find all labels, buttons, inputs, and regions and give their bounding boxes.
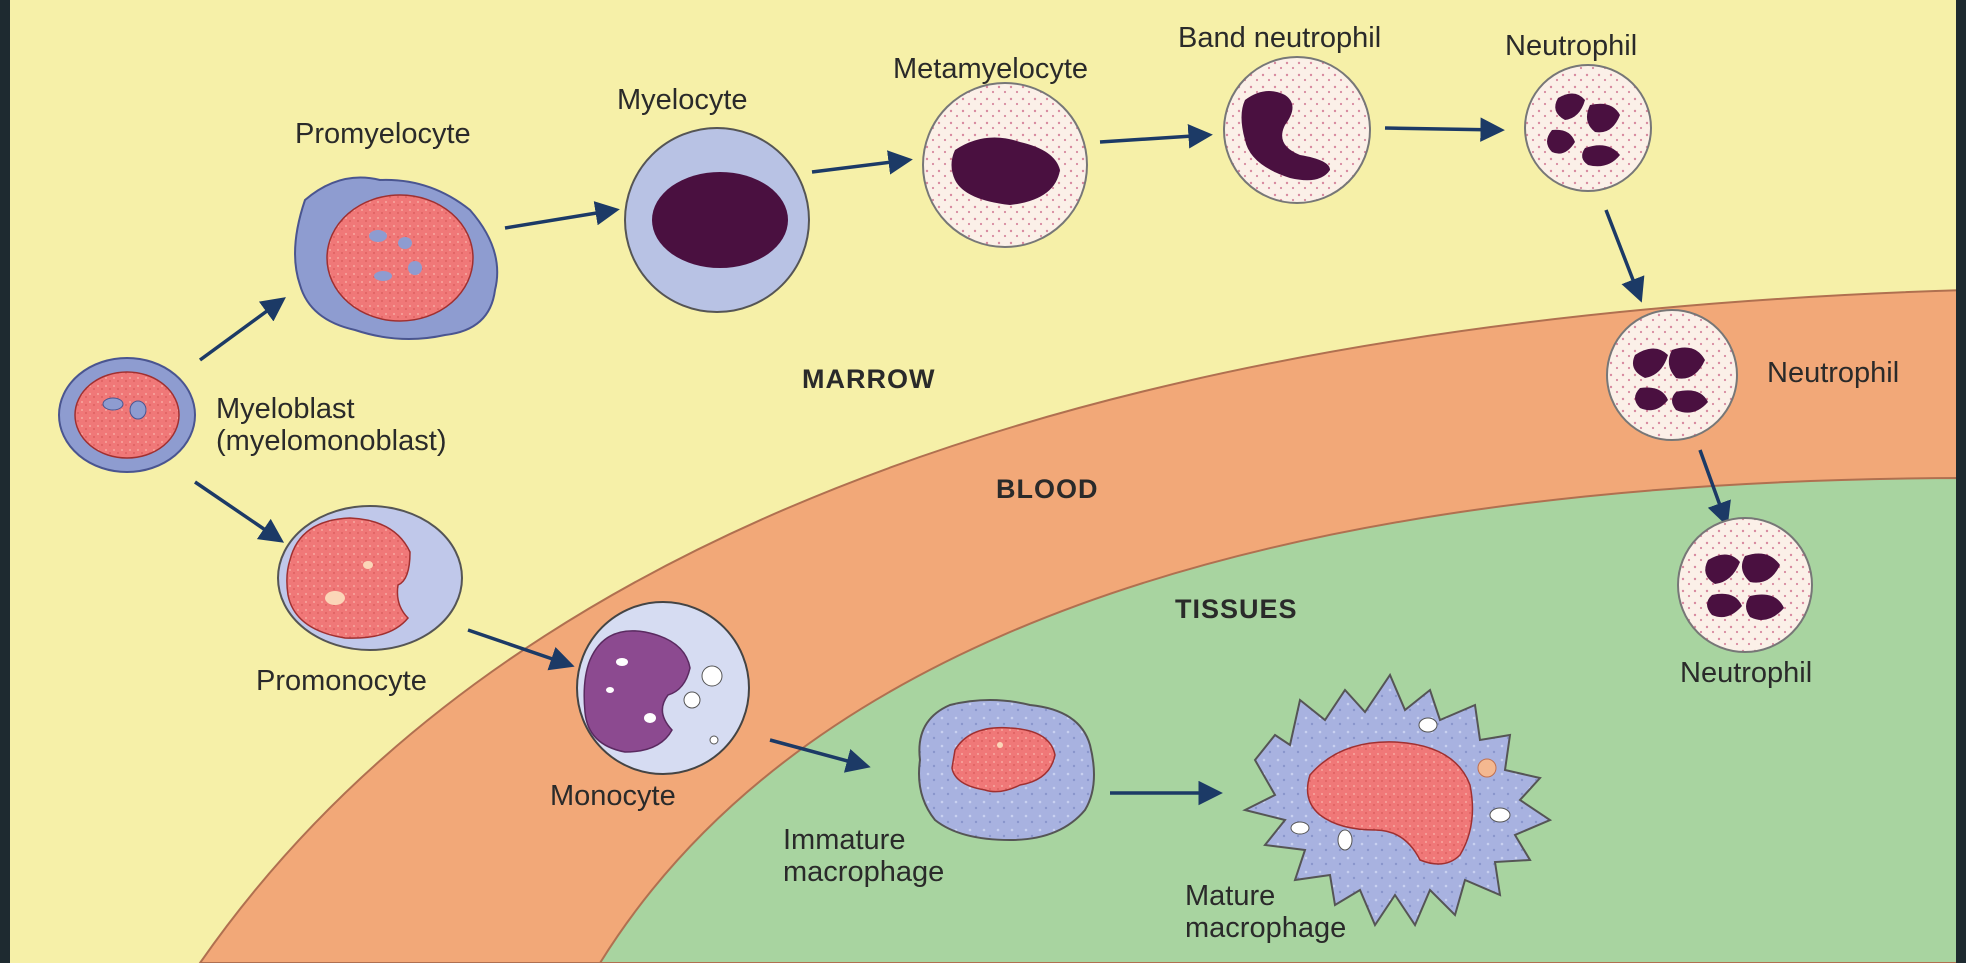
label-immature-macrophage-line1: Immature: [783, 824, 905, 857]
label-mature-macrophage-line1: Mature: [1185, 880, 1275, 913]
label-neutrophil-tissue: Neutrophil: [1680, 657, 1812, 690]
label-neutrophil-blood: Neutrophil: [1767, 357, 1899, 390]
myeloblast-cell: [59, 358, 195, 472]
label-promyelocyte: Promyelocyte: [295, 118, 471, 151]
neutrophil-tissue-cell: [1678, 518, 1812, 652]
region-label-blood: BLOOD: [996, 474, 1099, 505]
region-label-marrow: MARROW: [802, 364, 935, 395]
arrow-band-neutrophil: [1385, 128, 1500, 130]
neutrophil-marrow-cell: [1525, 65, 1651, 191]
label-myeloblast-line1: Myeloblast: [216, 393, 355, 426]
promonocyte-cell: [278, 506, 462, 650]
label-metamyelocyte: Metamyelocyte: [893, 53, 1088, 86]
immature-macrophage-cell: [919, 700, 1094, 840]
label-monocyte: Monocyte: [550, 780, 676, 813]
left-border: [0, 0, 10, 963]
label-neutrophil-marrow: Neutrophil: [1505, 30, 1637, 63]
label-myelocyte: Myelocyte: [617, 84, 748, 117]
monocyte-cell: [577, 602, 749, 774]
label-immature-macrophage-line2: macrophage: [783, 856, 944, 889]
metamyelocyte-cell: [923, 83, 1087, 247]
myelocyte-cell: [625, 128, 809, 312]
region-label-tissues: TISSUES: [1175, 594, 1298, 625]
label-mature-macrophage-line2: macrophage: [1185, 912, 1346, 945]
label-myeloblast-line2: (myelomonoblast): [216, 425, 446, 458]
label-band-neutrophil: Band neutrophil: [1178, 22, 1381, 55]
neutrophil-blood-cell: [1607, 310, 1737, 440]
label-promonocyte: Promonocyte: [256, 665, 427, 698]
right-border: [1956, 0, 1966, 963]
band-neutrophil-cell: [1224, 57, 1370, 203]
